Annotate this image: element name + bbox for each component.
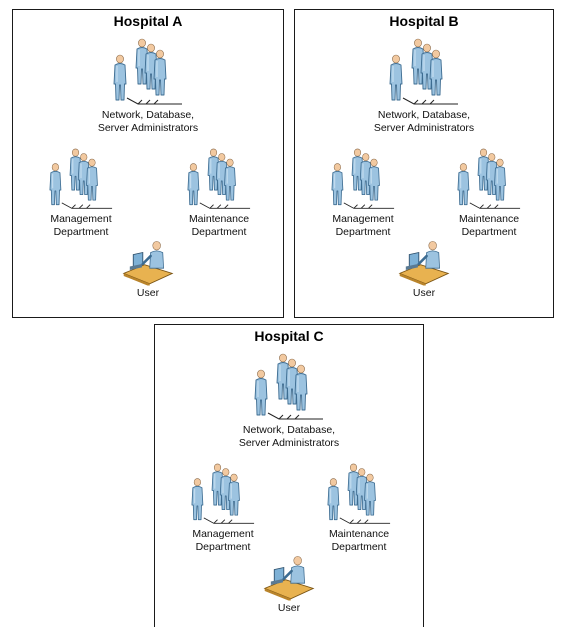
maintenance-label-line1: Maintenance (328, 528, 390, 540)
maintenance-label-line2: Department (331, 541, 387, 553)
maintenance-label-line2: Department (191, 226, 247, 238)
maintenance-label-line1: Maintenance (458, 213, 520, 225)
maintenance-label: Maintenance Department (309, 528, 409, 554)
hospital-title: Hospital C (254, 328, 324, 344)
hospital-b-panel: Hospital B Network, Database, Server Adm… (294, 9, 554, 318)
admins-group: Network, Database, Server Administrators (224, 353, 354, 450)
management-group: Management Department (173, 463, 273, 554)
hospital-title: Hospital A (113, 13, 183, 29)
people-group-icon (456, 148, 522, 212)
hospital-c-panel: Hospital C Network, Database, Server Adm… (154, 324, 424, 627)
management-group: Management Department (313, 148, 413, 239)
user-at-computer-icon (263, 555, 315, 601)
admins-group: Network, Database, Server Administrators (359, 38, 489, 135)
admins-label-line1: Network, Database, (377, 109, 471, 121)
admins-label-line1: Network, Database, (242, 424, 336, 436)
management-label: Management Department (313, 213, 413, 239)
people-group-icon (326, 463, 392, 527)
people-group-icon (330, 148, 396, 212)
management-label-line1: Management (332, 213, 394, 225)
people-group-icon (388, 38, 460, 108)
maintenance-group: Maintenance Department (439, 148, 539, 239)
management-label-line1: Management (192, 528, 254, 540)
admins-label: Network, Database, Server Administrators (359, 109, 489, 135)
admins-label: Network, Database, Server Administrators (224, 424, 354, 450)
people-group-icon (112, 38, 184, 108)
admins-label-line2: Server Administrators (97, 122, 199, 134)
user-node: User (239, 555, 339, 615)
management-label-line2: Department (195, 541, 251, 553)
maintenance-group: Maintenance Department (309, 463, 409, 554)
maintenance-label-line2: Department (461, 226, 517, 238)
management-group: Management Department (31, 148, 131, 239)
people-group-icon (186, 148, 252, 212)
user-at-computer-icon (398, 240, 450, 286)
user-label: User (277, 602, 301, 614)
maintenance-group: Maintenance Department (169, 148, 269, 239)
management-label-line2: Department (53, 226, 109, 238)
user-node: User (98, 240, 198, 300)
hospital-title: Hospital B (389, 13, 459, 29)
maintenance-label: Maintenance Department (169, 213, 269, 239)
management-label-line1: Management (50, 213, 112, 225)
people-group-icon (190, 463, 256, 527)
management-label: Management Department (173, 528, 273, 554)
user-label: User (136, 287, 160, 299)
admins-label-line2: Server Administrators (238, 437, 340, 449)
user-at-computer-icon (122, 240, 174, 286)
admins-group: Network, Database, Server Administrators (83, 38, 213, 135)
admins-label-line1: Network, Database, (101, 109, 195, 121)
user-node: User (374, 240, 474, 300)
management-label-line2: Department (335, 226, 391, 238)
people-group-icon (253, 353, 325, 423)
admins-label: Network, Database, Server Administrators (83, 109, 213, 135)
user-label: User (412, 287, 436, 299)
people-group-icon (48, 148, 114, 212)
hospital-a-panel: Hospital A Network, Database, Server Adm… (12, 9, 284, 318)
maintenance-label-line1: Maintenance (188, 213, 250, 225)
management-label: Management Department (31, 213, 131, 239)
maintenance-label: Maintenance Department (439, 213, 539, 239)
admins-label-line2: Server Administrators (373, 122, 475, 134)
